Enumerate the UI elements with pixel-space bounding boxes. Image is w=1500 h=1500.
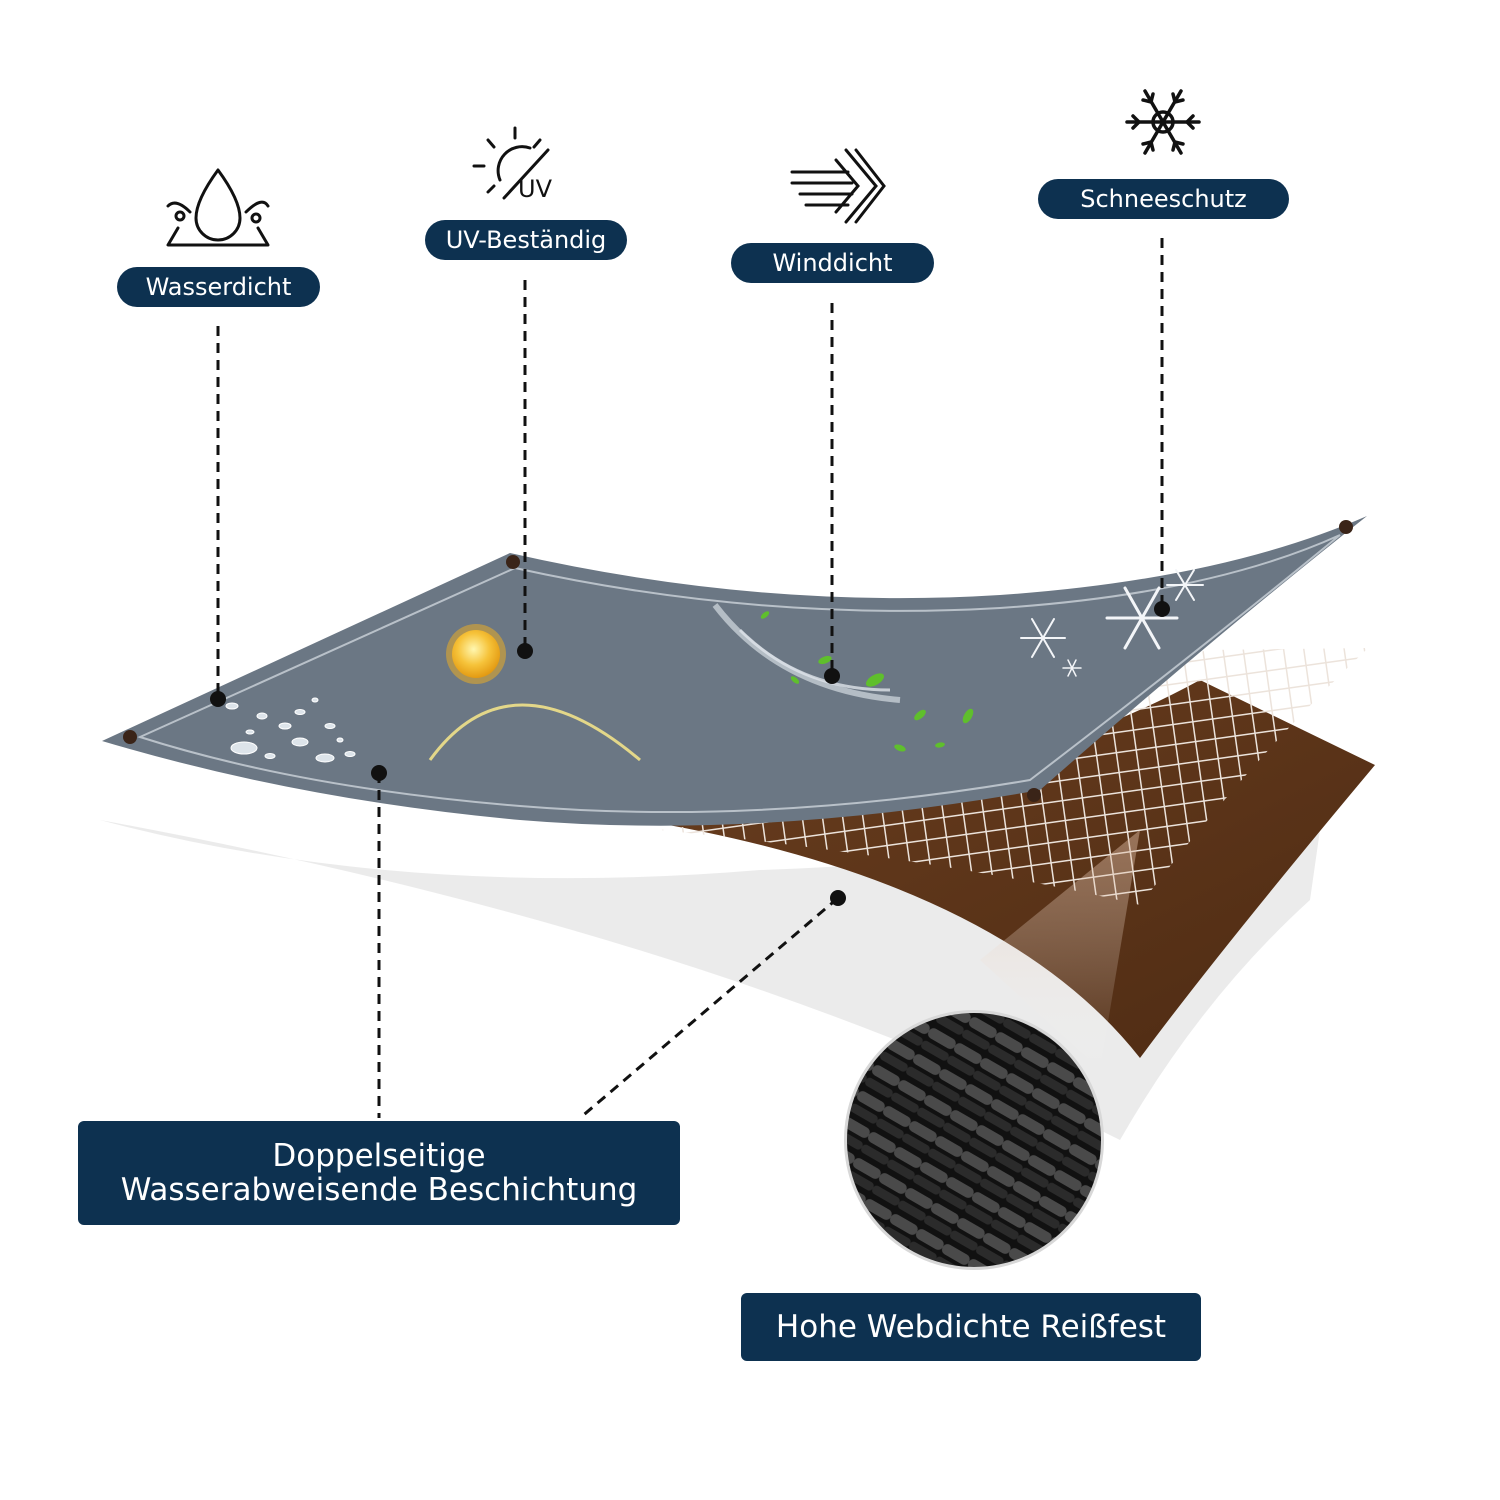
weave-closeup — [844, 1010, 1104, 1270]
wind-illustration — [712, 603, 974, 752]
callout-coating: Doppelseitige Wasserabweisende Beschicht… — [78, 1121, 680, 1225]
callout-weave: Hohe Webdichte Reißfest — [741, 1293, 1201, 1361]
feature-label-windproof: Winddicht — [731, 243, 934, 283]
water-droplets — [225, 697, 356, 763]
grommet — [506, 555, 520, 569]
callout-coating-line2: Wasserabweisende Beschichtung — [120, 1172, 638, 1208]
wind-icon — [790, 148, 886, 224]
sun-illustration — [428, 624, 641, 762]
feature-label-snow-protection: Schneeschutz — [1038, 179, 1289, 219]
callout-coating-line1: Doppelseitige — [272, 1138, 486, 1174]
grommet — [1027, 788, 1041, 802]
connector-lines — [216, 238, 1164, 1120]
snowflake-icon — [1125, 89, 1201, 155]
connector-dots — [210, 601, 1170, 906]
grey-tarp-top-layer — [102, 516, 1367, 826]
grommet — [1339, 520, 1353, 534]
water-drop-icon — [166, 168, 270, 247]
grommet — [123, 730, 137, 744]
feature-label-waterproof: Wasserdicht — [117, 267, 320, 307]
feature-label-uv-resistant: UV-Beständig — [425, 220, 627, 260]
snow-illustration — [1020, 569, 1204, 677]
uv-icon-text: UV — [518, 175, 553, 203]
sun-uv-icon — [472, 126, 550, 200]
tarp-seam — [137, 534, 1341, 814]
magnify-beam — [980, 830, 1140, 1070]
